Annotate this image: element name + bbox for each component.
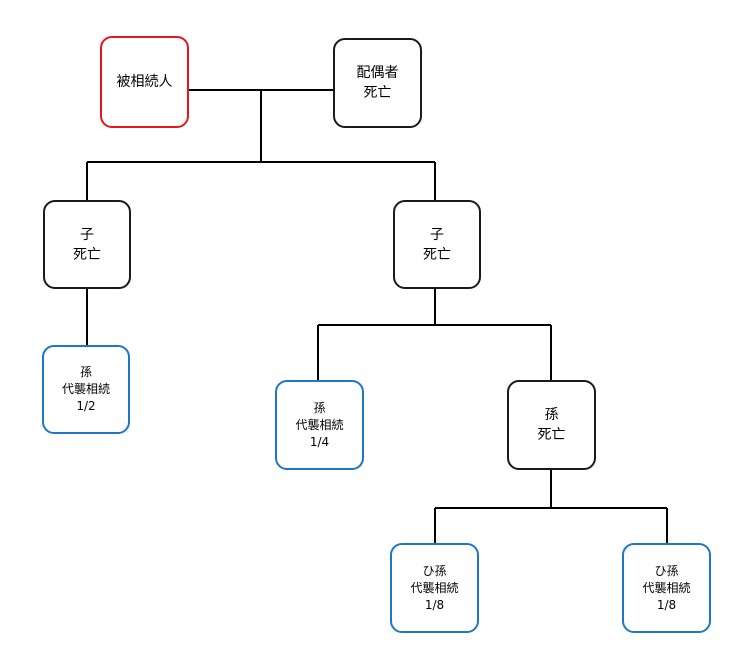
node-grandchild-mid: 孫 代襲相続 1/4: [275, 380, 364, 470]
node-label: 孫 代襲相続 1/4: [295, 400, 344, 449]
node-label: 配偶者 死亡: [356, 65, 399, 101]
node-label: 孫 死亡: [537, 407, 566, 443]
node-child-right: 子 死亡: [393, 200, 481, 289]
node-label: ひ孫 代襲相続 1/8: [410, 563, 459, 612]
node-grandchild-left: 孫 代襲相続 1/2: [42, 345, 130, 434]
node-child-left: 子 死亡: [43, 200, 131, 289]
node-spouse: 配偶者 死亡: [333, 38, 422, 128]
node-label: ひ孫 代襲相続 1/8: [642, 563, 691, 612]
node-label: 子 死亡: [423, 226, 451, 263]
node-grandchild-right: 孫 死亡: [507, 380, 596, 470]
node-label: 子 死亡: [73, 226, 101, 263]
node-great-grandchild-right: ひ孫 代襲相続 1/8: [622, 543, 711, 633]
node-label: 被相続人: [116, 74, 173, 90]
node-label: 孫 代襲相続 1/2: [61, 365, 110, 413]
node-great-grandchild-left: ひ孫 代襲相続 1/8: [390, 543, 479, 633]
node-deceased: 被相続人: [100, 36, 189, 128]
